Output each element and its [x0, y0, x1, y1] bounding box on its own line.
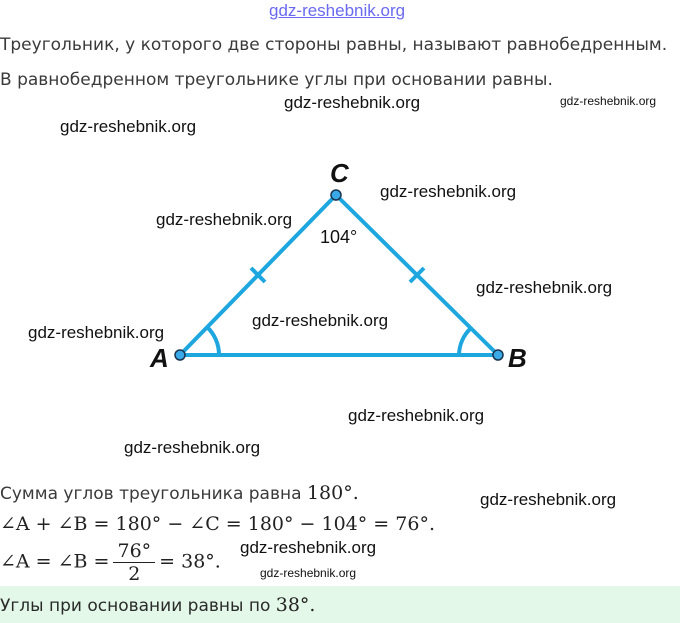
property-text: В равнобедренном треугольнике углы при о… — [0, 70, 553, 90]
watermark: gdz-reshebnik.org — [380, 182, 517, 201]
point-b — [492, 349, 504, 361]
angle-sum-text: Сумма углов треугольника равна 180°. — [0, 482, 359, 504]
point-c — [330, 189, 342, 201]
watermark: gdz-reshebnik.org — [348, 406, 485, 425]
answer-text: Углы при основании равны по — [0, 596, 271, 616]
watermark: gdz-reshebnik.org — [480, 490, 617, 509]
watermark: gdz-reshebnik.org — [284, 93, 421, 112]
watermark: gdz-reshebnik.org — [240, 538, 377, 557]
angle-c-label: 104° — [320, 227, 357, 247]
fraction-denominator: 2 — [128, 563, 141, 585]
watermark: gdz-reshebnik.org — [476, 278, 613, 297]
vertex-label-b: B — [508, 343, 527, 373]
vertex-label-c: C — [330, 158, 350, 188]
equation-left: ∠A = ∠B = — [0, 550, 110, 573]
watermark: gdz-reshebnik.org — [28, 323, 165, 342]
answer-value: 38°. — [275, 594, 316, 616]
watermark: gdz-reshebnik.org — [124, 438, 261, 457]
equation-line-2: ∠A + ∠B = 180° − ∠C = 180° − 104° = 76°. — [0, 513, 435, 535]
equation-right: = 38°. — [159, 550, 221, 573]
angle-arc-b — [457, 326, 473, 356]
vertex-label-a: A — [149, 343, 169, 373]
answer-box: Углы при основании равны по 38°. — [0, 586, 680, 623]
equation-line-3: ∠A = ∠B =76°2= 38°. — [0, 540, 221, 585]
watermark: gdz-reshebnik.org — [60, 117, 197, 136]
watermark: gdz-reshebnik.org — [156, 210, 293, 229]
tick-mark-bc — [408, 266, 426, 284]
fraction: 76°2 — [113, 540, 156, 585]
fraction-numerator: 76° — [113, 540, 156, 563]
watermark: gdz-reshebnik.org — [252, 311, 389, 330]
point-a — [174, 349, 186, 361]
angle-sum-value: 180°. — [306, 482, 359, 504]
watermark: gdz-reshebnik.org — [260, 566, 357, 580]
definition-text: Треугольник, у которого две стороны равн… — [0, 35, 668, 55]
watermark: gdz-reshebnik.org — [560, 94, 657, 108]
isosceles-triangle-figure: A B C 104° — [149, 158, 527, 373]
angle-arc-a — [205, 325, 222, 356]
angle-sum-label: Сумма углов треугольника равна — [0, 484, 302, 504]
tick-mark-ac — [249, 266, 267, 284]
watermark-link[interactable]: gdz-reshebnik.org — [269, 1, 406, 20]
